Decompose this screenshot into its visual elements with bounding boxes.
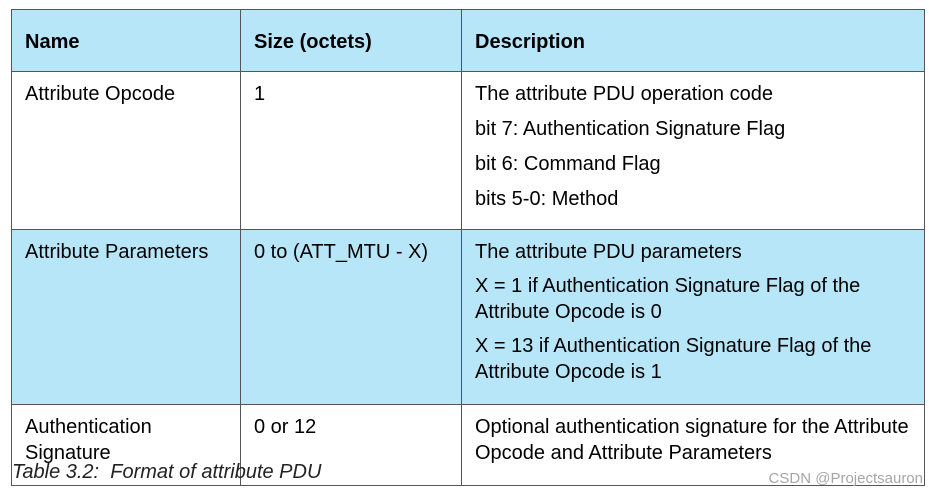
description-line: Optional authentication signature for th… bbox=[475, 416, 909, 464]
column-header-size: Size (octets) bbox=[240, 9, 462, 72]
cell-size: 0 to (ATT_MTU - X) bbox=[240, 229, 462, 405]
cell-size: 1 bbox=[240, 71, 462, 230]
table-row-attribute-opcode: Attribute Opcode 1 The attribute PDU ope… bbox=[11, 71, 925, 230]
table-caption: Table 3.2: Format of attribute PDU bbox=[12, 461, 322, 483]
cell-description: Optional authentication signature for th… bbox=[461, 404, 925, 486]
cell-name: Attribute Parameters bbox=[11, 229, 241, 405]
attribute-pdu-table: Name Size (octets) Description Attribute… bbox=[11, 9, 925, 486]
description-line: bit 6: Command Flag bbox=[475, 153, 661, 175]
description-line: bits 5-0: Method bbox=[475, 188, 619, 210]
description-line: X = 1 if Authentication Signature Flag o… bbox=[475, 275, 861, 323]
cell-size: 0 or 12 bbox=[240, 404, 462, 486]
description-line: The attribute PDU operation code bbox=[475, 83, 773, 105]
description-line: bit 7: Authentication Signature Flag bbox=[475, 118, 786, 140]
table-header-row: Name Size (octets) Description bbox=[11, 9, 925, 72]
watermark: CSDN @Projectsauron bbox=[768, 470, 923, 487]
cell-name: Authentication Signature bbox=[11, 404, 241, 486]
column-header-name: Name bbox=[11, 9, 241, 72]
cell-name: Attribute Opcode bbox=[11, 71, 241, 230]
table-row-authentication-signature: Authentication Signature 0 or 12 Optiona… bbox=[11, 404, 925, 486]
table-row-attribute-parameters: Attribute Parameters 0 to (ATT_MTU - X) … bbox=[11, 229, 925, 405]
cell-description: The attribute PDU parameters X = 1 if Au… bbox=[461, 229, 925, 405]
column-header-description: Description bbox=[461, 9, 925, 72]
cell-description: The attribute PDU operation code bit 7: … bbox=[461, 71, 925, 230]
description-line: X = 13 if Authentication Signature Flag … bbox=[475, 335, 872, 383]
description-line: The attribute PDU parameters bbox=[475, 241, 742, 263]
